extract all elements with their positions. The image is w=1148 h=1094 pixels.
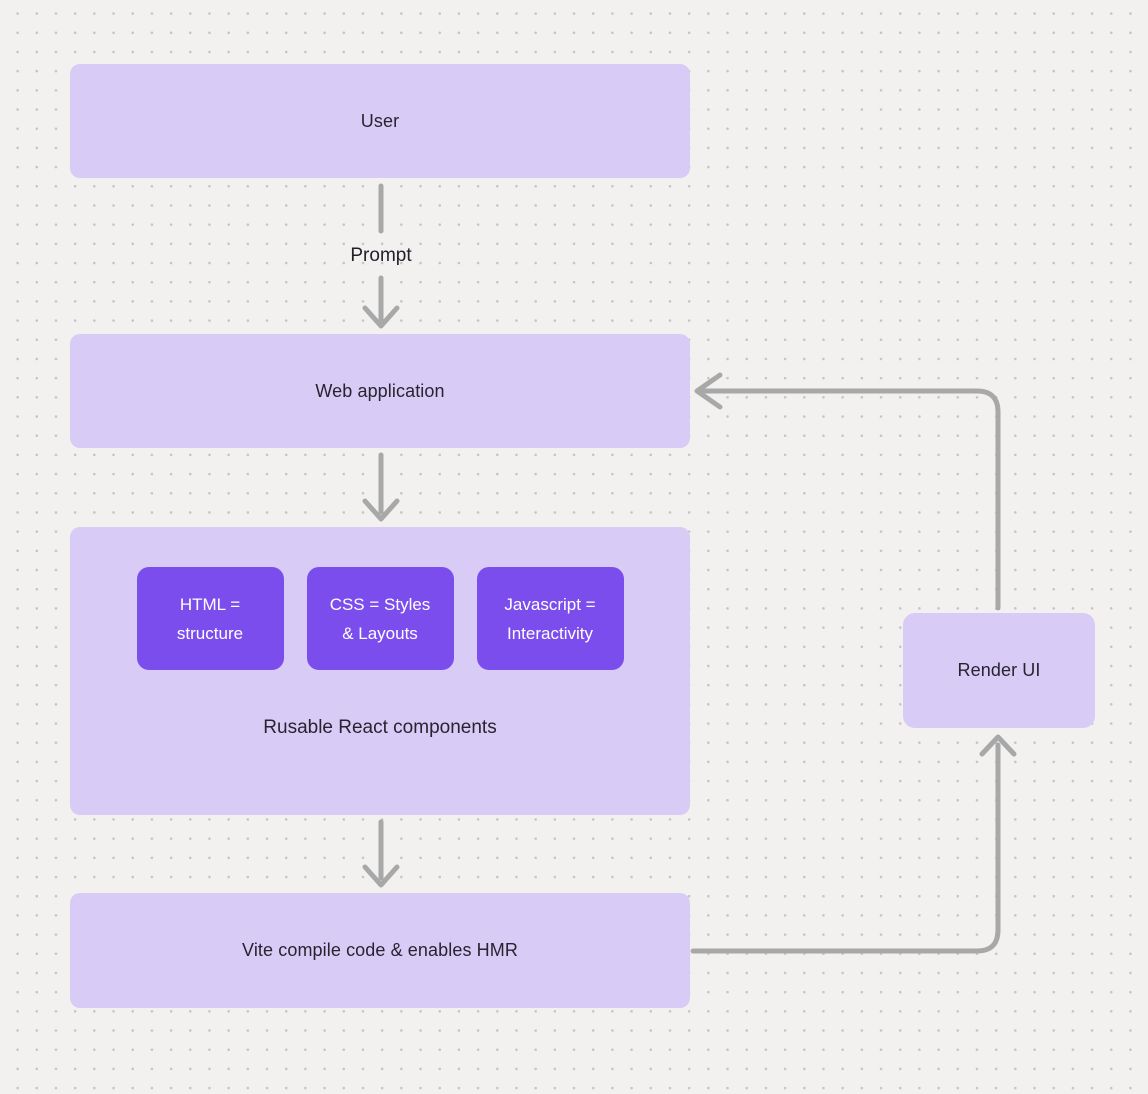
node-user[interactable]: User	[70, 64, 690, 178]
chip-javascript[interactable]: Javascript = Interactivity	[476, 567, 624, 670]
node-web-application[interactable]: Web application	[70, 334, 690, 448]
arrowhead-down-webapp-components-icon	[362, 498, 400, 522]
chip-css[interactable]: CSS = Styles & Layouts	[306, 567, 454, 670]
arrowhead-up-vite-renderui-icon	[979, 734, 1017, 757]
components-group-caption: Rusable React components	[263, 717, 497, 738]
node-render-ui-label: Render UI	[957, 660, 1041, 680]
arrowhead-down-components-vite-icon	[362, 864, 400, 888]
node-user-label: User	[360, 110, 400, 131]
arrowhead-down-user-webapp-icon	[362, 305, 400, 329]
chip-html[interactable]: HTML = structure	[136, 567, 284, 670]
edge-vite-renderui[interactable]	[690, 742, 1001, 954]
node-vite[interactable]: Vite compile code & enables HMR	[70, 893, 690, 1008]
arrowhead-left-renderui-webapp-icon	[694, 372, 723, 410]
node-web-application-label: Web application	[315, 380, 445, 401]
node-react-components-group[interactable]: HTML = structure CSS = Styles & Layouts …	[70, 527, 690, 815]
chip-css-label: CSS = Styles & Layouts	[329, 594, 431, 643]
chip-row: HTML = structure CSS = Styles & Layouts …	[70, 567, 690, 670]
edge-renderui-webapp[interactable]	[700, 388, 1001, 611]
node-render-ui[interactable]: Render UI	[903, 613, 1095, 728]
chip-html-label: HTML = structure	[176, 594, 244, 643]
chip-javascript-label: Javascript = Interactivity	[504, 594, 596, 643]
edge-label-prompt[interactable]: Prompt	[350, 245, 412, 266]
node-vite-label: Vite compile code & enables HMR	[242, 940, 518, 960]
